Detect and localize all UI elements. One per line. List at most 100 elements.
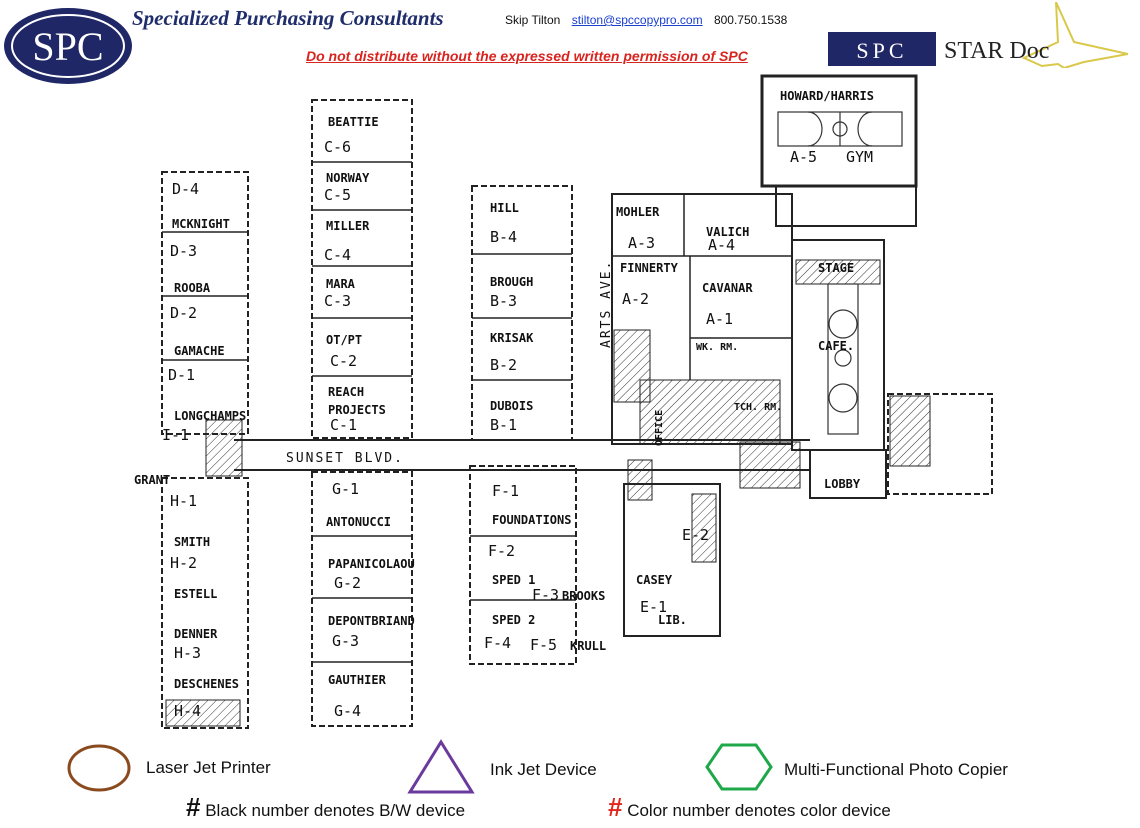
legend-bw-note: # Black number denotes B/W device	[186, 792, 465, 823]
lobby-outline	[809, 449, 887, 499]
street-sunset-blvd: SUNSET BLVD.	[286, 451, 404, 466]
room-cavanar-label: CAVANAR	[702, 281, 753, 295]
room-c4-code: C-4	[324, 246, 351, 264]
legend-laser-label: Laser Jet Printer	[146, 758, 271, 777]
room-b2-code: B-2	[490, 356, 517, 374]
room-hill-label: HILL	[490, 201, 519, 215]
room-cafe-label: CAFE.	[818, 339, 854, 353]
room-valich-label: VALICH	[706, 225, 749, 239]
room-dubois-label: DUBOIS	[490, 399, 533, 413]
room-office-label: OFFICE	[654, 410, 665, 446]
room-mohler-label: MOHLER	[616, 205, 660, 219]
room-d4-code: D-4	[172, 180, 199, 198]
room-a4-code: A-4	[708, 236, 735, 254]
room-c1-code: C-1	[330, 416, 357, 434]
room-b4-code: B-4	[490, 228, 517, 246]
room-projects-label: PROJECTS	[328, 403, 386, 417]
star-logo-product-text: STAR Doc	[944, 38, 1049, 64]
room-lib-label: LIB.	[658, 613, 687, 627]
room-sped2-label: SPED 2	[492, 613, 535, 627]
spc-logo: SPC	[4, 8, 132, 84]
room-brough-label: BROUGH	[490, 275, 533, 289]
room-finnerty-label: FINNERTY	[620, 261, 679, 275]
room-h3-code: H-3	[174, 644, 201, 662]
room-gamache-label: GAMACHE	[174, 344, 225, 358]
room-g1-code: G-1	[332, 480, 359, 498]
room-miller-label: MILLER	[326, 219, 370, 233]
room-reach-label: REACH	[328, 385, 364, 399]
wing-d-outline	[161, 171, 249, 435]
room-mcknight-label: MCKNIGHT	[172, 217, 230, 231]
map-walls	[161, 74, 993, 729]
room-gauthier-label: GAUTHIER	[328, 673, 387, 687]
room-krull-label: KRULL	[570, 639, 606, 653]
star-doc-logo: SPC STAR Doc	[828, 2, 1128, 68]
wing-e-outline	[623, 483, 721, 637]
gym-court	[777, 111, 903, 147]
room-h4-code: H-4	[174, 702, 201, 720]
room-krisak-label: KRISAK	[490, 331, 534, 345]
room-grant-label: GRANT	[134, 473, 170, 487]
room-depontbriand-label: DEPONTBRIAND	[328, 614, 415, 628]
room-d1-code: D-1	[168, 366, 195, 384]
room-wkrm-label: WK. RM.	[696, 342, 738, 353]
legend-mfp-label: Multi-Functional Photo Copier	[784, 760, 1008, 779]
bw-note-text: Black number denotes B/W device	[205, 801, 466, 820]
spc-logo-text: SPC	[32, 24, 103, 69]
room-otpt-label: OT/PT	[326, 333, 362, 347]
room-stage-label: STAGE	[818, 261, 854, 275]
room-f4-code: F-4	[484, 634, 511, 652]
room-beattie-label: BEATTIE	[328, 115, 379, 129]
wing-c-outline	[311, 99, 413, 439]
room-a3-code: A-3	[628, 234, 655, 252]
room-casey-label: CASEY	[636, 573, 673, 587]
legend-inkjet-label: Ink Jet Device	[490, 760, 597, 779]
contact-phone: 800.750.1538	[713, 13, 788, 27]
wing-g-outline	[311, 471, 413, 727]
room-tchrm-label: TCH. RM.	[734, 402, 782, 413]
star-logo-spc-text: SPC	[856, 38, 907, 63]
room-c3-code: C-3	[324, 292, 351, 310]
room-b3-code: B-3	[490, 292, 517, 310]
mfp-copier-symbol-icon	[705, 743, 773, 791]
room-c5-code: C-5	[324, 186, 351, 204]
room-a2-code: A-2	[622, 290, 649, 308]
room-labels: D-4 MCKNIGHT D-3 ROOBA D-2 GAMACHE D-1 L…	[134, 89, 874, 720]
room-f1-code: F-1	[492, 482, 519, 500]
contact-name: Skip Tilton	[505, 13, 561, 27]
room-rooba-label: ROOBA	[174, 281, 211, 295]
room-lobby-label: LOBBY	[824, 477, 861, 491]
room-estell-label: ESTELL	[174, 587, 217, 601]
room-antonucci-label: ANTONUCCI	[326, 515, 391, 529]
room-d3-code: D-3	[170, 242, 197, 260]
color-note-text: Color number denotes color device	[627, 801, 891, 820]
room-i1-code: I-1	[162, 426, 189, 444]
room-d2-code: D-2	[170, 304, 197, 322]
room-dividers	[162, 161, 792, 663]
room-f5-code: F-5	[530, 636, 557, 654]
cafe-court	[827, 283, 859, 435]
room-howardharris-label: HOWARD/HARRIS	[780, 89, 874, 103]
gym-annex-outline	[775, 185, 917, 227]
wing-h-outline	[161, 477, 249, 729]
company-name: Specialized Purchasing Consultants	[132, 6, 444, 30]
east-addition-outline	[887, 393, 993, 495]
legend-color-note: # Color number denotes color device	[608, 792, 891, 823]
room-g3-code: G-3	[332, 632, 359, 650]
room-c2-code: C-2	[330, 352, 357, 370]
room-sped1-label: SPED 1	[492, 573, 535, 587]
room-denner-label: DENNER	[174, 627, 218, 641]
room-mara-label: MARA	[326, 277, 356, 291]
wing-f-outline	[469, 465, 577, 665]
street-arts-ave: ARTS AVE.	[599, 260, 614, 348]
room-brooks-label: BROOKS	[562, 589, 605, 603]
room-norway-label: NORWAY	[326, 171, 370, 185]
contact-email-link[interactable]: stilton@spccopypro.com	[571, 13, 703, 27]
room-h2-code: H-2	[170, 554, 197, 572]
room-f2-code: F-2	[488, 542, 515, 560]
room-c6-code: C-6	[324, 138, 351, 156]
room-gym-code: GYM	[846, 148, 873, 166]
inkjet-device-symbol-icon	[407, 739, 475, 794]
wing-b-outline	[471, 185, 573, 441]
